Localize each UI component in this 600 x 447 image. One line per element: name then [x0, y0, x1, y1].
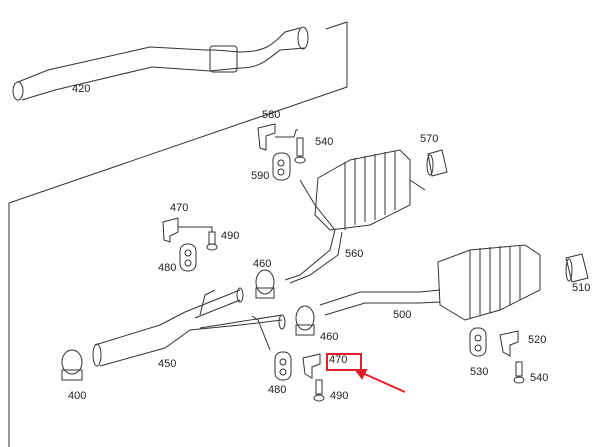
bracket-470-bottom — [302, 353, 321, 379]
label-400[interactable]: 400 — [68, 390, 87, 402]
label-450[interactable]: 450 — [158, 358, 177, 370]
mount-590 — [272, 152, 291, 181]
front-pipe-420 — [12, 26, 309, 101]
bracket-580 — [257, 123, 276, 151]
frame-lines — [8, 21, 348, 447]
clamp-400 — [61, 349, 83, 381]
bracket-470-left — [162, 217, 179, 243]
label-420[interactable]: 420 — [72, 83, 91, 95]
label-530[interactable]: 530 — [470, 366, 489, 378]
label-480-left[interactable]: 480 — [158, 262, 177, 274]
label-510[interactable]: 510 — [572, 282, 591, 294]
label-570[interactable]: 570 — [420, 133, 439, 145]
label-580[interactable]: 580 — [262, 109, 281, 121]
highlight-arrow — [354, 369, 406, 393]
bolt-490-bottom — [313, 379, 325, 402]
tip-510 — [565, 253, 589, 283]
bolt-540-right — [513, 361, 525, 384]
bracket-520 — [499, 330, 519, 357]
bolt-490-left — [206, 231, 218, 251]
highlight-box-470 — [326, 353, 362, 371]
label-540-top[interactable]: 540 — [315, 136, 334, 148]
label-480-bottom[interactable]: 480 — [268, 384, 287, 396]
mount-530 — [469, 327, 487, 357]
silencer-560 — [284, 149, 426, 284]
label-560[interactable]: 560 — [345, 248, 364, 260]
silencer-500 — [319, 244, 541, 321]
label-520[interactable]: 520 — [528, 334, 547, 346]
label-460-right[interactable]: 460 — [320, 331, 339, 343]
label-590[interactable]: 590 — [251, 170, 270, 182]
clamp-460-right — [295, 305, 315, 336]
mount-480-bottom — [274, 351, 292, 381]
label-490-bottom[interactable]: 490 — [330, 390, 349, 402]
tip-570 — [426, 149, 448, 177]
label-460-mid[interactable]: 460 — [253, 258, 272, 270]
label-500[interactable]: 500 — [393, 309, 412, 321]
clamp-460-mid — [255, 269, 275, 299]
label-470-left[interactable]: 470 — [170, 202, 189, 214]
label-490-left[interactable]: 490 — [221, 230, 240, 242]
label-470-bottom[interactable]: 470 — [329, 354, 348, 366]
middle-pipe-450 — [92, 287, 286, 367]
mount-480-left — [179, 243, 197, 272]
bolt-540-top — [294, 137, 306, 164]
label-540-right[interactable]: 540 — [530, 372, 549, 384]
